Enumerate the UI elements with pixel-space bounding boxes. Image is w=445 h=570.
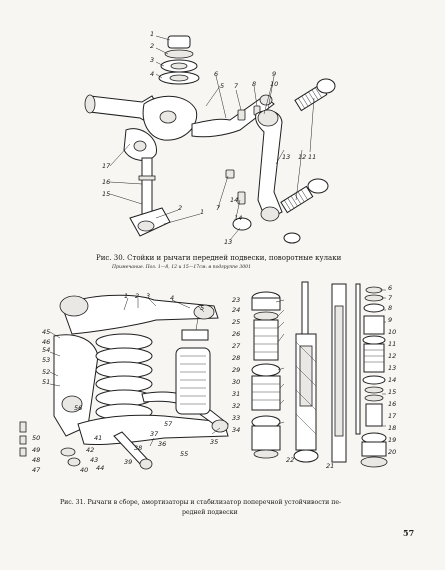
fig31-label-9: 9 [388, 316, 392, 324]
figure-30-note: Примечание. Поз. 1—8, 12 и 15—17см. в по… [112, 265, 252, 270]
fig31-label-45: 45 [42, 328, 50, 336]
fig31-label-41: 41 [94, 434, 102, 442]
fig31-label-24: 24 [232, 306, 240, 314]
fig31-label-19: 19 [388, 436, 396, 444]
fig31-label-53: 53 [42, 356, 50, 364]
fig31-label-40: 40 [80, 466, 88, 474]
fig31-label-38: 38 [134, 444, 142, 452]
fig31-label-2: 2 [135, 292, 139, 300]
coil-spring [95, 333, 153, 421]
fig31-label-49: 49 [32, 446, 40, 454]
fig31-label-28: 28 [232, 354, 240, 362]
fig31-label-4: 4 [170, 294, 174, 302]
fig31-label-5: 5 [200, 304, 204, 312]
fig30-label-10: 10 [270, 80, 278, 88]
fig31-label-18: 18 [388, 424, 396, 432]
page-number: 57 [403, 528, 415, 538]
fig31-label-32: 32 [232, 402, 240, 410]
fig31-label-51: 51 [42, 378, 50, 386]
fig31-label-35: 35 [210, 438, 218, 446]
fig31-label-29: 29 [232, 366, 240, 374]
fig30-label-13b: 13 [224, 238, 232, 246]
fig31-label-43: 43 [90, 456, 98, 464]
fig31-label-42: 42 [86, 446, 94, 454]
fig30-label-11: 11 [308, 153, 316, 161]
fig30-label-15: 15 [102, 190, 110, 198]
figure-30-caption: Рис. 30. Стойки и рычаги передней подвес… [96, 254, 342, 262]
fig31-label-21: 21 [326, 462, 334, 470]
fig31-label-11: 11 [388, 340, 396, 348]
fig31-label-57: 57 [164, 420, 173, 428]
fig30-label-2: 2 [150, 42, 154, 50]
fig30-label-13: 13 [282, 153, 290, 161]
damper-parts-stack [251, 291, 281, 459]
fig30-label-14b: 14 [230, 196, 238, 204]
fig31-label-13: 13 [388, 364, 396, 372]
fig31-label-26: 26 [232, 330, 240, 338]
upper-control-arm [191, 94, 275, 138]
fig30-label-1b: 1 [200, 208, 204, 216]
fig31-label-47: 47 [32, 466, 41, 474]
fig30-label-17: 17 [102, 162, 111, 170]
fig30-label-8: 8 [252, 80, 256, 88]
fig31-label-36: 36 [158, 440, 166, 448]
fig31-label-44: 44 [96, 464, 104, 472]
fig31-label-15: 15 [388, 388, 396, 396]
fig30-label-9: 9 [272, 70, 276, 78]
fig31-label-55: 55 [180, 450, 188, 458]
fig31-label-6: 6 [388, 284, 392, 292]
fig31-label-8: 8 [388, 304, 392, 312]
figure-31-caption-line2: редней подвески [182, 509, 238, 516]
fig31-label-7: 7 [388, 294, 393, 302]
figure-31-caption-line1: Рис. 31. Рычаги в сборе, амортизаторы и … [60, 499, 342, 506]
threaded-bushings [280, 78, 336, 214]
damper-rod [331, 283, 347, 463]
fig30-label-7b: 7 [216, 204, 221, 212]
fig31-label-20: 20 [388, 448, 396, 456]
fig30-label-5: 5 [220, 82, 224, 90]
fig30-label-16: 16 [102, 178, 110, 186]
fig31-label-37: 37 [150, 430, 159, 438]
fig31-label-34: 34 [232, 426, 240, 434]
lower-control-arm [255, 109, 283, 222]
strut-post [129, 157, 171, 237]
steering-knuckle [84, 94, 198, 161]
part-stack-1-4 [158, 35, 200, 85]
fig30-label-7: 7 [234, 82, 239, 90]
fig31-label-31: 31 [232, 390, 240, 398]
fig30-label-3: 3 [150, 56, 154, 64]
fig30-label-4: 4 [150, 70, 154, 78]
fig31-label-56: 56 [74, 404, 82, 412]
fig31-label-10: 10 [388, 328, 396, 336]
fig31-label-22: 22 [286, 456, 294, 464]
fig31-label-25: 25 [232, 318, 240, 326]
fig30-label-14: 14 [234, 214, 242, 222]
fig31-label-33: 33 [232, 414, 240, 422]
fig30-label-12: 12 [298, 153, 306, 161]
figure-30-illustration: 1 2 3 4 5 6 7 8 9 10 11 12 13 14 15 16 1… [60, 14, 380, 250]
fig31-label-48: 48 [32, 456, 40, 464]
fig31-label-54: 54 [42, 346, 50, 354]
fig31-label-14: 14 [388, 376, 396, 384]
fig30-label-1: 1 [150, 30, 154, 38]
fig31-label-52: 52 [42, 368, 50, 376]
valve-parts-stack [355, 283, 388, 468]
fig31-label-50: 50 [32, 434, 40, 442]
fig30-label-2b: 2 [178, 204, 182, 212]
fig31-label-12: 12 [388, 352, 396, 360]
fig31-label-16: 16 [388, 400, 396, 408]
fig31-label-23: 23 [232, 296, 240, 304]
fig31-label-46: 46 [42, 338, 50, 346]
fig31-label-1: 1 [124, 292, 128, 300]
rubber-boot [175, 329, 211, 415]
arm-assembly [19, 294, 229, 470]
fig31-label-17: 17 [388, 412, 397, 420]
fig31-label-39: 39 [124, 458, 132, 466]
fig31-label-27: 27 [232, 342, 241, 350]
fig31-label-30: 30 [232, 378, 240, 386]
figure-31-illustration: 1 2 3 4 5 6 7 8 9 10 11 12 13 14 15 16 1… [14, 276, 422, 486]
shock-absorber-body [293, 281, 319, 463]
fig31-label-3: 3 [146, 292, 150, 300]
fig30-label-6: 6 [214, 70, 218, 78]
